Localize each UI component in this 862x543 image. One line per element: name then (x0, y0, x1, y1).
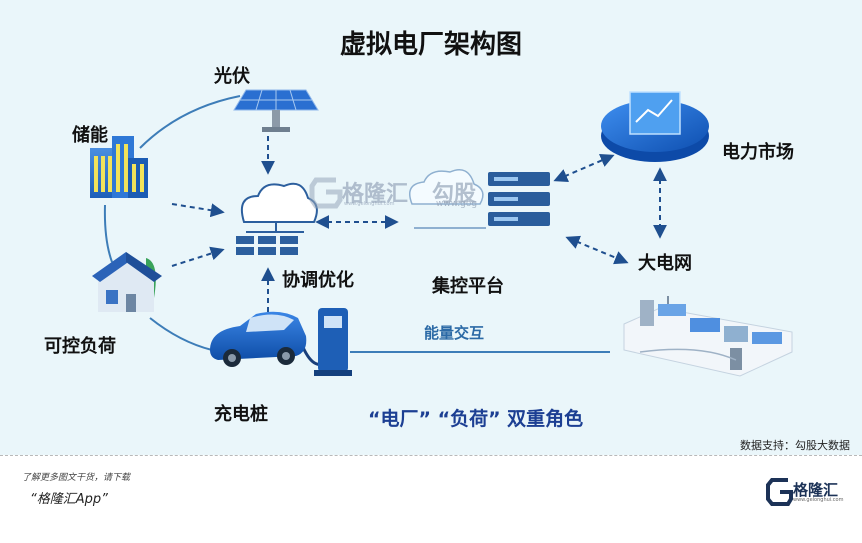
label-central-platform: 集控平台 (432, 276, 504, 297)
label-dual-role: “电厂” “负荷” 双重角色 (368, 408, 584, 430)
label-charging-pile: 充电桩 (214, 404, 268, 425)
grid-facilities-icon (623, 296, 793, 377)
footer-app-name[interactable]: “格隆汇App” (30, 492, 108, 507)
watermark-brand-sub: www.gelonghui.com (344, 201, 395, 207)
footer-divider (0, 455, 862, 456)
market-disk-icon (601, 91, 709, 162)
arrow-central-grid (565, 235, 629, 265)
connector-house-car (149, 317, 213, 351)
footer-hint: 了解更多图文干货，请下载 (22, 473, 131, 483)
watermark-partner: 勾股 (432, 182, 477, 207)
flow-arrows (171, 136, 667, 312)
architecture-diagram (90, 89, 793, 377)
watermark-brand: 格隆汇 (342, 182, 409, 207)
solar-panel-icon (233, 89, 319, 132)
page-title: 虚拟电厂架构图 (339, 30, 522, 60)
electric-car-icon (210, 311, 307, 367)
label-energy-exchange: 能量交互 (424, 324, 485, 342)
building-storage-icon (90, 136, 148, 198)
label-pv: 光伏 (214, 66, 250, 87)
arrow-house-to-coord (171, 246, 225, 267)
footer-logo-sub: www.gelonghui.com (793, 497, 844, 503)
watermark-partner-url: www.gog (436, 199, 478, 209)
charging-station-icon (314, 308, 352, 376)
arrow-central-market (553, 153, 615, 183)
brand-watermark-icon (309, 177, 343, 209)
label-power-market: 电力市场 (722, 142, 794, 163)
label-controllable-load: 可控负荷 (44, 336, 116, 357)
brand-logo-icon (766, 478, 793, 506)
ring-connectors (103, 95, 241, 351)
source-note: 数据支持：勾股大数据 (740, 439, 850, 452)
arrow-storage-to-coord (171, 203, 225, 218)
label-coordination: 协调优化 (282, 270, 354, 291)
connector-storage-pv (139, 95, 241, 149)
label-main-grid: 大电网 (638, 253, 692, 274)
label-storage: 储能 (72, 125, 108, 146)
server-rack-icon (409, 169, 550, 229)
connector-storage-house (103, 204, 113, 263)
house-solar-icon (92, 252, 162, 312)
cloud-network-icon (236, 182, 318, 255)
footer-logo-text: 格隆汇 (793, 481, 839, 499)
